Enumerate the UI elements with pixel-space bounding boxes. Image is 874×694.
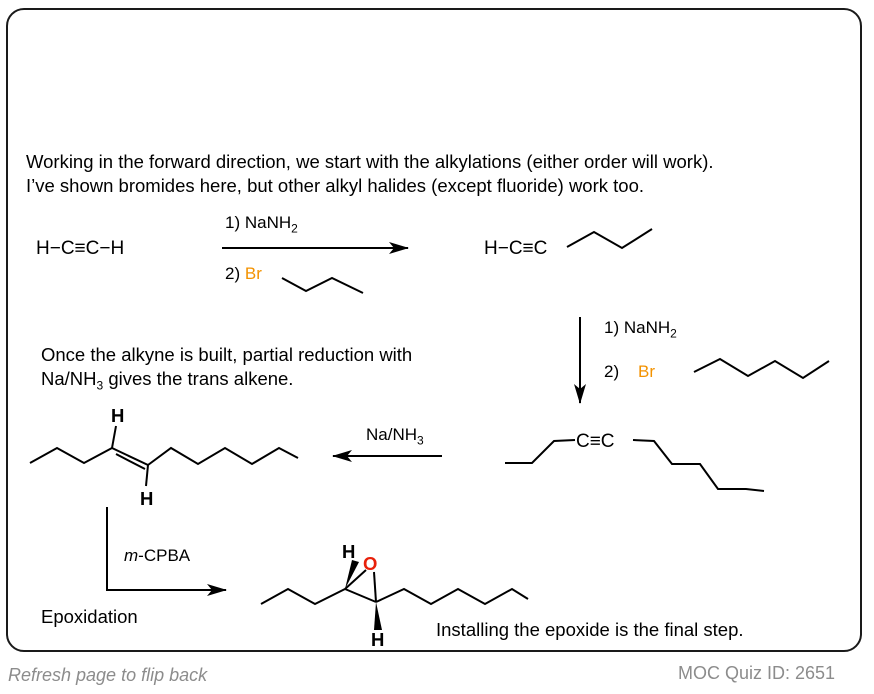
step4-reagent: m-CPBA: [124, 546, 191, 565]
quiz-id: MOC Quiz ID: 2651: [678, 663, 836, 683]
bromine-label: Br: [638, 362, 656, 381]
epoxide-chain-left: [260, 587, 346, 606]
wedge-bond-bottom: [374, 602, 382, 630]
alkene-h-top-bond: [111, 425, 117, 449]
wedge-bond-top: [345, 560, 359, 589]
step1-reagent-2: 2) Br: [225, 264, 262, 283]
epoxide-h-top: H: [342, 541, 356, 562]
reduction-note-line-2: Na/NH3 gives the trans alkene.: [41, 368, 294, 393]
alkene-double-bond-inner: [115, 453, 146, 470]
epoxidation-label: Epoxidation: [41, 606, 138, 627]
internal-alkyne-label: C≡C: [576, 431, 615, 452]
step2-reagent-2: 2) Br: [604, 362, 656, 381]
step1-reagent-1: 1) NaNH2: [225, 213, 298, 236]
epoxide-h-bottom: H: [371, 629, 385, 650]
intro-line-2: I’ve shown bromides here, but other alky…: [26, 175, 644, 196]
reduction-note-line-1: Once the alkyne is built, partial reduct…: [41, 344, 413, 365]
pentyl-chain: [693, 357, 830, 380]
epoxide-c-o-left: [344, 569, 367, 590]
bromine-label: Br: [244, 264, 262, 283]
arrow-step-4: [106, 507, 227, 596]
alkene-h-bottom-bond: [145, 464, 149, 487]
step3-reagent: Na/NH3: [366, 425, 424, 448]
alkyne-right-chain: [632, 439, 765, 492]
intro-line-1: Working in the forward direction, we sta…: [26, 151, 714, 172]
pentyne-label: H−C≡C: [484, 238, 548, 259]
alkene-h-bottom: H: [140, 488, 154, 509]
alkene-h-top: H: [111, 405, 125, 426]
flip-back-hint: Refresh page to flip back: [8, 665, 208, 685]
epoxide-ring-bond: [344, 588, 377, 603]
alkene-chain-left: [29, 446, 113, 465]
quiz-card[interactable]: [6, 8, 862, 652]
epoxide-oxygen: O: [363, 553, 378, 574]
acetylene-label: H−C≡C−H: [36, 238, 125, 259]
alkyne-left-chain: [505, 439, 576, 464]
alkene-chain-right: [147, 446, 299, 466]
epoxide-c-o-right: [373, 571, 377, 603]
step2-reagent-1: 1) NaNH2: [604, 318, 677, 341]
alkene-double-bond: [111, 447, 149, 466]
propyl-chain: [281, 276, 364, 294]
final-step-note: Installing the epoxide is the final step…: [436, 619, 744, 640]
pentyne-chain: [566, 228, 653, 250]
epoxide-chain-right: [375, 587, 529, 606]
